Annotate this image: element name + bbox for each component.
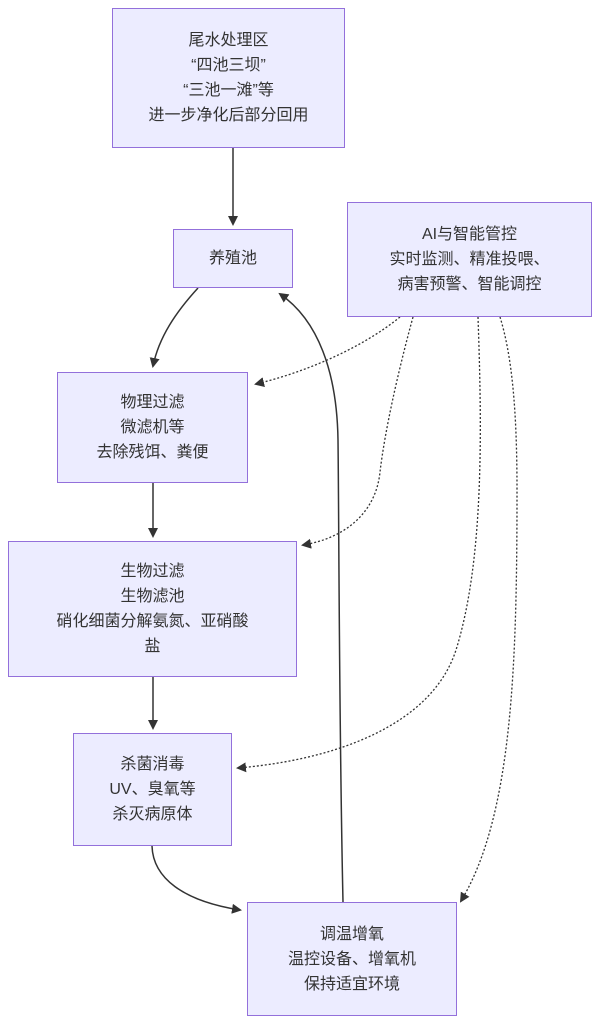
node-text-line: 尾水处理区 bbox=[188, 32, 269, 49]
edge-ai-to-bio bbox=[301, 316, 414, 549]
node-text-line: 生物滤池 bbox=[120, 588, 185, 605]
edge-ai-to-physical bbox=[254, 316, 401, 387]
node-text-line: 病害预警、智能调控 bbox=[397, 276, 542, 293]
node-ai-smart-control: AI与智能管控 实时监测、精准投喂、 病害预警、智能调控 bbox=[347, 202, 592, 317]
node-text-line: 微滤机等 bbox=[120, 419, 185, 436]
node-physical-filtration: 物理过滤 微滤机等 去除残饵、粪便 bbox=[57, 372, 248, 483]
node-text-line: “三池一滩”等 bbox=[183, 82, 274, 99]
node-tailwater-treatment-zone: 尾水处理区 “四池三坝” “三池一滩”等 进一步净化后部分回用 bbox=[112, 8, 345, 148]
node-text-line: AI与智能管控 bbox=[421, 226, 518, 243]
node-text-line: 调温增氧 bbox=[319, 925, 384, 943]
edge-pond-to-physical bbox=[149, 287, 199, 368]
node-text-line: 生物过滤 bbox=[120, 563, 185, 580]
node-text-line: “四池三坝” bbox=[191, 57, 266, 74]
edge-disinfect-to-oxygen bbox=[151, 845, 242, 914]
node-temperature-oxygenation: 调温增氧 温控设备、增氧机 保持适宜环境 bbox=[247, 902, 457, 1016]
edge-ai-to-disinfect bbox=[236, 316, 481, 773]
edge-ai-to-oxygen bbox=[459, 316, 518, 903]
node-breeding-pond: 养殖池 bbox=[173, 229, 293, 288]
node-text-line: 盐 bbox=[144, 638, 161, 655]
node-text-line: 温控设备、增氧机 bbox=[287, 950, 416, 968]
node-text-line: 物理过滤 bbox=[120, 394, 185, 411]
edge-oxygen-to-pond bbox=[278, 292, 344, 903]
node-text-line: UV、臭氧等 bbox=[109, 781, 196, 798]
node-text-line: 去除残饵、粪便 bbox=[96, 444, 209, 461]
node-sterilization-disinfection: 杀菌消毒 UV、臭氧等 杀灭病原体 bbox=[73, 733, 232, 846]
node-text-line: 保持适宜环境 bbox=[303, 975, 400, 993]
node-text-line: 实时监测、精准投喂、 bbox=[389, 251, 550, 268]
node-text-line: 进一步净化后部分回用 bbox=[148, 107, 309, 124]
node-text-line: 养殖池 bbox=[208, 250, 257, 267]
node-biological-filtration: 生物过滤 生物滤池 硝化细菌分解氨氮、亚硝酸 盐 bbox=[8, 541, 297, 677]
node-text-line: 杀灭病原体 bbox=[112, 806, 193, 823]
node-text-line: 杀菌消毒 bbox=[120, 756, 185, 773]
node-text-line: 硝化细菌分解氨氮、亚硝酸 bbox=[56, 613, 249, 630]
